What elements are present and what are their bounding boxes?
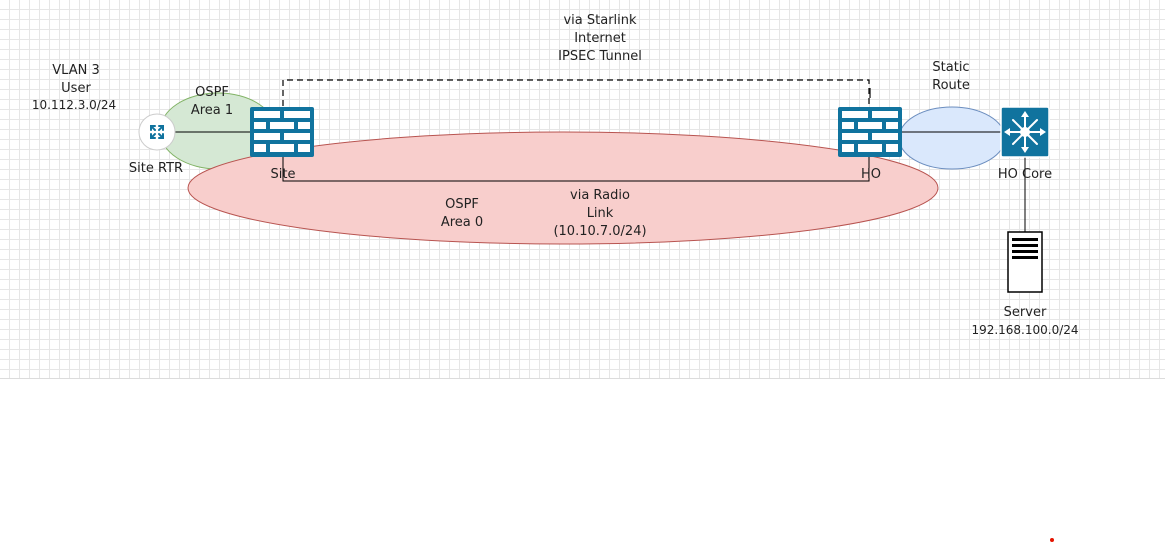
radio-label-line3: (10.10.7.0/24) (553, 224, 646, 239)
site-rtr-label: Site RTR (129, 161, 183, 176)
link-radio[interactable] (282, 157, 870, 182)
vlan-label-line2: User (61, 81, 91, 96)
static-route-ellipse[interactable] (898, 106, 1006, 170)
ospf-area1-label-line1: OSPF (195, 85, 229, 100)
server-icon[interactable] (1007, 231, 1043, 293)
red-dot (1050, 538, 1054, 542)
router-icon[interactable] (138, 113, 176, 151)
radio-label-line2: Link (587, 206, 614, 221)
static-route-label-line2: Route (932, 78, 970, 93)
ospf-area0-ellipse[interactable] (187, 131, 939, 245)
site-label: Site (271, 167, 296, 182)
ospf-area0-label-line2: Area 0 (441, 215, 483, 230)
starlink-label-line1: via Starlink (563, 13, 637, 28)
server-ip-label: 192.168.100.0/24 (971, 323, 1078, 337)
ospf-area1-label-line2: Area 1 (191, 103, 233, 118)
core-switch-icon[interactable] (1000, 106, 1050, 158)
ho-core-label: HO Core (998, 167, 1052, 182)
ho-label: HO (861, 167, 881, 182)
starlink-label-line3: IPSEC Tunnel (558, 49, 642, 64)
link-ipsec-tunnel[interactable] (282, 79, 870, 106)
ho-firewall-icon[interactable] (838, 107, 902, 157)
ipsec-end-mark: I (868, 87, 872, 102)
vlan-label-line1: VLAN 3 (52, 63, 99, 78)
starlink-label-line2: Internet (574, 31, 626, 46)
radio-label-line1: via Radio (570, 188, 630, 203)
server-label: Server (1004, 305, 1047, 320)
ospf-area0-label-line1: OSPF (445, 197, 479, 212)
static-route-label-line1: Static (932, 60, 969, 75)
vlan-subnet-label: 10.112.3.0/24 (32, 98, 116, 112)
site-firewall-icon[interactable] (250, 107, 314, 157)
